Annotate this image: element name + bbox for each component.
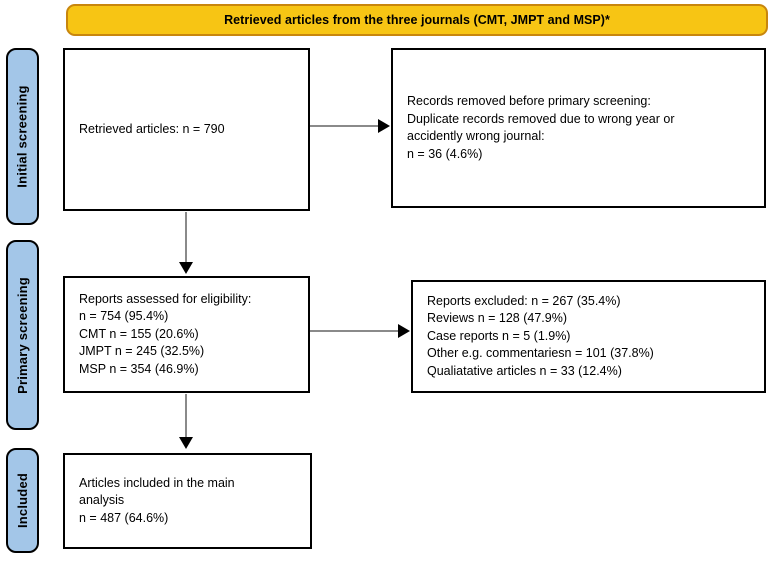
box-records-removed-line-3: accidently wrong journal: bbox=[407, 129, 545, 143]
arrowhead-down-icon-assessed-to-included bbox=[179, 437, 193, 449]
box-reports-assessed-line-5: MSP n = 354 (46.9%) bbox=[79, 361, 199, 376]
box-retrieved-articles-line-1: Retrieved articles: n = 790 bbox=[79, 121, 225, 136]
box-articles-included-line-2: analysis bbox=[79, 493, 125, 508]
box-reports-excluded-line-2: Reviews n = 128 (47.9%) bbox=[427, 311, 568, 326]
box-reports-excluded-line-4: Other e.g. commentariesn = 101 (37.8%) bbox=[427, 346, 654, 361]
box-reports-excluded-line-5: Qualiatative articles n = 33 (12.4%) bbox=[427, 363, 622, 378]
header-banner-text: Retrieved articles from the three journa… bbox=[224, 13, 610, 27]
box-records-removed-line-2: Duplicate records removed due to wrong y… bbox=[407, 111, 675, 126]
stage-label-included-text: Included bbox=[15, 472, 30, 529]
box-articles-included-line-3: n = 487 (64.6%) bbox=[79, 510, 169, 525]
box-records-removed-line-4: n = 36 (4.6%) bbox=[407, 146, 483, 161]
connector-assessed-to-excluded bbox=[310, 330, 400, 332]
box-reports-assessed-line-1: Reports assessed for eligibility: bbox=[79, 291, 252, 306]
arrowhead-down-icon-retrieved-to-assessed bbox=[179, 262, 193, 274]
box-reports-assessed-line-4: JMPT n = 245 (32.5%) bbox=[79, 344, 205, 359]
box-reports-assessed-line-2: n = 754 (95.4%) bbox=[79, 309, 169, 324]
box-retrieved-articles: Retrieved articles: n = 790 bbox=[63, 48, 310, 211]
connector-retrieved-to-removed bbox=[310, 125, 380, 127]
stage-label-primary-screening-text: Primary screening bbox=[15, 276, 31, 394]
stage-label-primary-screening: Primary screening bbox=[6, 240, 39, 430]
box-reports-excluded-line-1: Reports excluded: n = 267 (35.4%) bbox=[427, 293, 621, 308]
stage-label-initial-screening-text: Initial screening bbox=[15, 85, 30, 188]
stage-label-included: Included bbox=[6, 448, 39, 553]
box-articles-included: Articles included in the main analysis n… bbox=[63, 453, 312, 549]
box-reports-excluded: Reports excluded: n = 267 (35.4%) Review… bbox=[411, 280, 766, 393]
arrowhead-right-icon-assessed-to-excluded bbox=[398, 324, 410, 338]
box-reports-assessed-line-3: CMT n = 155 (20.6%) bbox=[79, 326, 199, 341]
box-records-removed-line-1: Records removed before primary screening… bbox=[407, 94, 651, 108]
stage-label-initial-screening: Initial screening bbox=[6, 48, 39, 225]
box-articles-included-line-1: Articles included in the main bbox=[79, 475, 235, 490]
arrowhead-right-icon-retrieved-to-removed bbox=[378, 119, 390, 133]
box-records-removed: Records removed before primary screening… bbox=[391, 48, 766, 208]
header-banner: Retrieved articles from the three journa… bbox=[66, 4, 768, 36]
box-reports-assessed: Reports assessed for eligibility: n = 75… bbox=[63, 276, 310, 393]
connector-assessed-to-included bbox=[185, 394, 187, 439]
box-reports-excluded-line-3: Case reports n = 5 (1.9%) bbox=[427, 328, 571, 343]
connector-retrieved-to-assessed bbox=[185, 212, 187, 264]
